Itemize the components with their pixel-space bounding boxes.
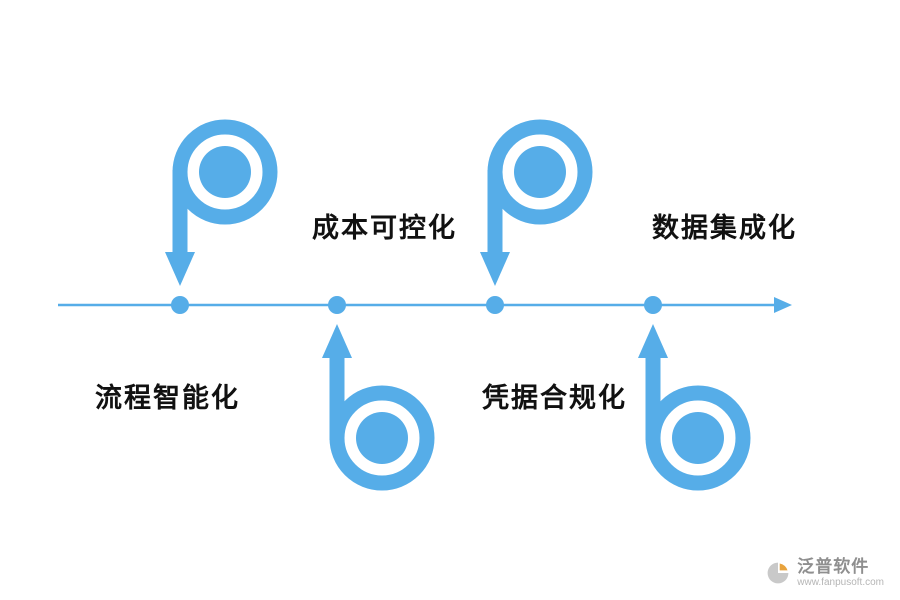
label-data-integration: 数据集成化 [652, 213, 797, 243]
timeline-arrowhead-icon [774, 297, 792, 313]
watermark-url: www.fanpusoft.com [797, 577, 884, 588]
watermark-brand: 泛普软件 [797, 557, 870, 577]
spiral-arrow-up-icon [638, 324, 751, 491]
timeline-dot [486, 296, 504, 314]
label-voucher-compliance: 凭据合规化 [482, 383, 627, 413]
watermark: 泛普软件 www.fanpusoft.com [765, 558, 884, 588]
timeline-dot [644, 296, 662, 314]
label-cost-control: 成本可控化 [312, 213, 457, 243]
spiral-arrow-down-icon [165, 119, 278, 286]
timeline-dot [328, 296, 346, 314]
timeline-dot [171, 296, 189, 314]
watermark-texts: 泛普软件 www.fanpusoft.com [797, 558, 884, 588]
fanpu-logo-icon [767, 562, 789, 584]
label-process-intelligence: 流程智能化 [95, 383, 240, 413]
spiral-arrow-down-icon [480, 119, 593, 286]
spiral-arrow-up-icon [322, 324, 435, 491]
timeline-axis [58, 297, 792, 313]
